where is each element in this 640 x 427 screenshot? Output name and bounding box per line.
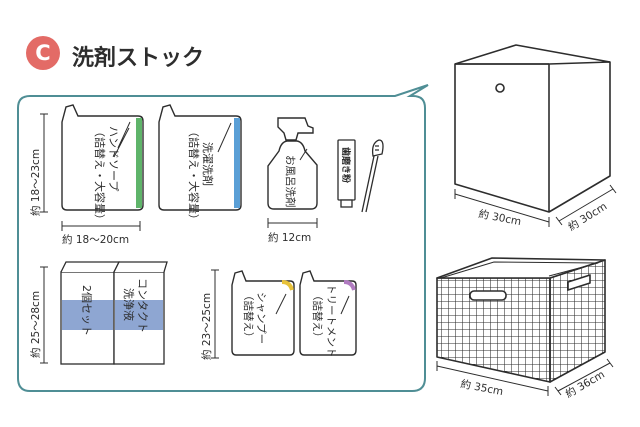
hand-soap-pouch: [61, 104, 144, 211]
section-badge-letter: C: [35, 41, 50, 65]
contact-set-label: 2個セット: [80, 285, 93, 336]
dim-spray-width: [267, 218, 318, 228]
section-title: 洗剤ストック: [72, 45, 204, 71]
toothbrush: [361, 139, 384, 213]
fabric-box-handle-hole: [495, 83, 505, 93]
treatment-label-sub: （詰替え）: [311, 290, 324, 343]
dim-box-height-label: 約 25～28cm: [29, 291, 42, 358]
dim-pouch-width: [61, 221, 141, 231]
contact-solution-box-right: [113, 261, 168, 365]
dim-box-height: [40, 266, 48, 364]
fabric-box-width-label: 約 30cm: [477, 207, 522, 228]
treatment-pouch: [299, 270, 357, 356]
wire-basket: [436, 257, 606, 383]
toothpaste-label: 歯磨き粉: [340, 147, 352, 183]
shampoo-pouch: [231, 270, 295, 356]
dim-pouch-height-label: 約 18～23cm: [29, 149, 42, 216]
wire-basket-depth-label: 約 36cm: [563, 368, 607, 401]
dim-wire-basket: [436, 358, 614, 396]
section-badge: [26, 36, 60, 70]
hand-soap-label-sub: （詰替え・大容量）: [93, 126, 107, 225]
hand-soap-label-main: ハンドソープ: [107, 126, 120, 191]
wire-basket-width-label: 約 35cm: [459, 377, 504, 398]
treatment-label-main: トリートメント: [325, 284, 337, 358]
contact-label-2: 洗浄液: [122, 288, 136, 321]
dim-small-pouch-height-label: 約 23～25cm: [200, 293, 213, 360]
dim-small-pouch-height: [211, 269, 219, 359]
bath-spray-bottle: [267, 117, 318, 210]
bath-spray-label: お風呂洗剤: [284, 155, 297, 208]
toothpaste-tube: [337, 139, 356, 208]
laundry-detergent-pouch: [158, 104, 242, 211]
dim-fabric-box: [454, 184, 617, 227]
dim-pouch-height: [40, 113, 48, 213]
contact-label-1: コンタクト: [136, 278, 149, 333]
section-header: C 洗剤ストック: [26, 36, 204, 71]
shampoo-label-sub: （詰替え）: [242, 290, 255, 343]
dim-pouch-width-label: 約 18～20cm: [62, 233, 129, 246]
laundry-label-main: 洗濯洗剤: [201, 142, 215, 186]
wire-basket-handle-side: [567, 274, 591, 291]
fabric-storage-box: [454, 44, 611, 213]
wire-basket-handle-front: [469, 290, 507, 301]
laundry-label-sub: （詰替え・大容量）: [187, 126, 201, 225]
dim-spray-width-label: 約 12cm: [268, 231, 311, 244]
shampoo-label-main: シャンプー: [255, 292, 267, 344]
stock-panel: [17, 84, 429, 392]
